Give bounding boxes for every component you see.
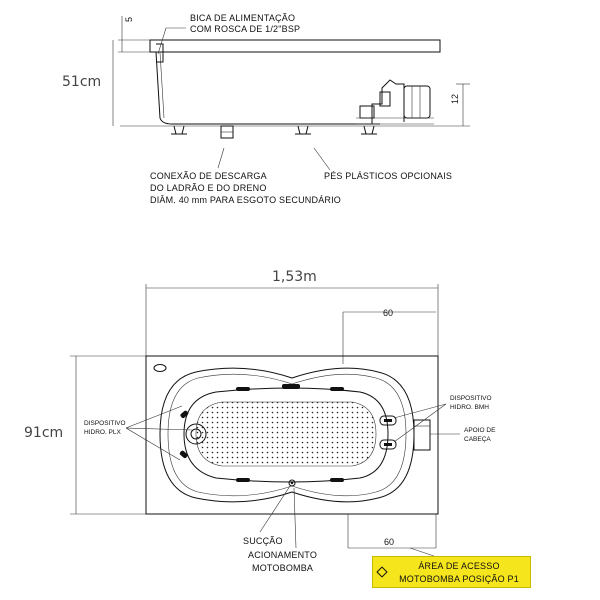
diamond-icon [376,566,388,578]
length-dimension-lines [145,284,439,356]
top-view: 1,53m 60 91cm 60 [24,269,496,573]
motor-leader [293,487,297,549]
tub-floor-texture [195,401,377,467]
suction-leader [259,485,291,533]
length-dimension: 1,53m [272,269,317,285]
drain-label-line-1: CONEXÃO DE DESCARGA [150,171,267,181]
motor-dimension [456,83,470,126]
bmh-device-icons [379,415,397,450]
callout-line-1: ÁREA DE ACESSO [418,561,500,571]
brand-logo [153,364,167,372]
bmh-leader-2 [393,403,447,443]
plastic-feet [171,125,377,135]
tub-outline [145,355,439,515]
motor-pump [356,79,434,125]
drain-label-line-3: DIÂM. 40 mm PARA ESGOTO SECUNDÁRIO [150,195,341,205]
bmh-label-line-2: HIDRO. BMH [450,404,489,411]
spout [156,43,164,63]
bottom-access-label: 60 [384,537,394,547]
callout-line-2: MOTOBOMBA POSIÇÃO P1 [399,574,519,584]
plx-leader-1 [125,405,183,429]
motor-dimension-label: 12 [450,94,460,104]
motor-label-line-1: ACIONAMENTO [248,550,317,560]
width-dimension-lines [70,355,146,515]
feet-leader [313,147,331,171]
suction-icon [288,479,296,487]
top-offset-label: 5 [124,17,134,22]
headrest-label-line-2: CABEÇA [464,436,491,443]
top-offset-dimension [118,16,150,53]
plx-leader-3 [125,427,181,461]
width-dimension: 91cm [24,425,63,441]
drain-icon [185,423,207,445]
callout-leader [409,547,435,557]
jet-icons [179,384,344,482]
plx-leader-2 [125,427,193,431]
height-dimension: 51cm [62,74,101,90]
suction-label: SUCÇÃO [243,536,283,546]
feet-label: PÉS PLÁSTICOS OPCIONAIS [324,171,452,181]
top-access-dimension [342,311,436,364]
drain-label-line-2: DO LADRÃO E DO DRENO [150,183,267,193]
spout-label-line-1: BICA DE ALIMENTAÇÃO [190,13,295,23]
drain-leader [217,147,225,169]
tub-rim [149,39,441,53]
bmh-label-line-1: DISPOSITIVO [450,395,492,402]
plx-label-line-1: DISPOSITIVO [84,420,126,427]
top-access-label: 60 [383,308,393,318]
access-area-callout: ÁREA DE ACESSO MOTOBOMBA POSIÇÃO P1 [372,556,531,588]
tub-body [155,51,380,125]
side-view: 5 51cm 12 BICA DE ALIMENTAÇÃO COM ROSCA … [62,13,470,205]
bmh-leader-1 [393,403,447,419]
tub-rim-curve [159,367,415,503]
drain-connection [220,125,234,139]
spout-leader [157,27,186,55]
headrest-icon [413,419,431,451]
bottom-access-dimension [347,514,437,549]
spout-label-line-2: COM ROSCA DE 1/2"BSP [190,24,300,34]
headrest-label-line-1: APOIO DE [464,427,496,434]
plx-label-line-2: HIDRO. PLX [84,429,122,436]
motor-label-line-2: MOTOBOMBA [252,563,313,573]
